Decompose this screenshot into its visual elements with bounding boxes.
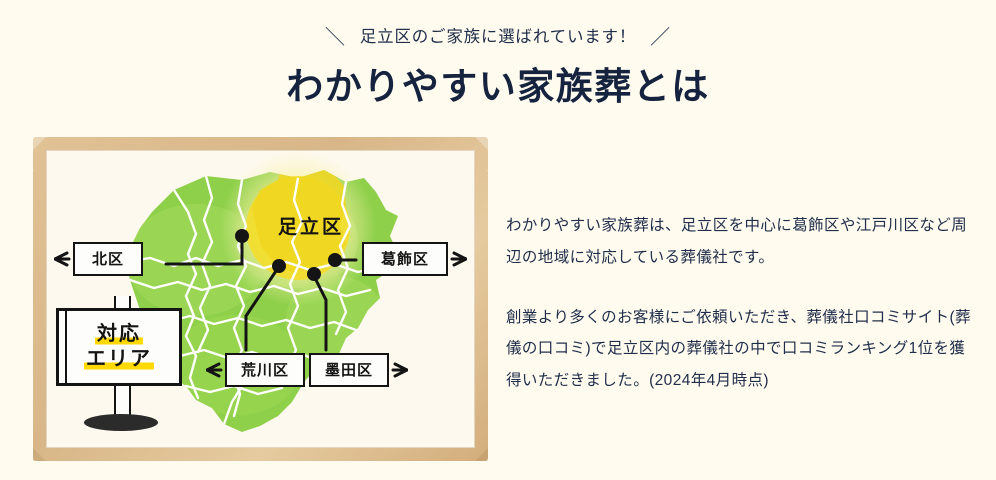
tag-arrow-left-icon — [54, 251, 71, 267]
dot-katsushika — [328, 253, 342, 267]
ward-label-kita: 北区 — [54, 242, 144, 276]
content-row: 北区 葛飾区 荒川区 墨田区 足立区 — [0, 137, 996, 461]
page-header: ＼ 足立区のご家族に選ばれています！ ／ わかりやすい家族葬とは — [0, 0, 996, 110]
signpost-base-shadow — [84, 414, 158, 431]
ward-label-sumida-text: 墨田区 — [309, 353, 390, 387]
area-signpost: 対応 エリア — [56, 290, 186, 440]
map-connectors — [164, 236, 358, 352]
signpost-board: 対応 エリア — [56, 308, 182, 386]
slash-left-icon: ＼ — [325, 27, 346, 49]
signpost-board-seam — [65, 311, 67, 383]
frame-corner-bottom-right — [475, 448, 488, 461]
frame-corner-top-left — [33, 137, 46, 150]
adachi-highlight-label: 足立区 — [278, 217, 345, 238]
description-paragraph-2: 創業より多くのお客様にご依頼いただき、葬儀社口コミサイト(葬儀の口コミ)で足立区… — [506, 308, 971, 390]
tag-arrow-right-icon-2 — [391, 362, 409, 378]
dot-sumida — [307, 267, 321, 281]
ward-label-arakawa-text: 荒川区 — [225, 353, 306, 387]
dot-kita — [235, 229, 249, 243]
ward-label-arakawa: 荒川区 — [206, 353, 306, 387]
ward-label-sumida: 墨田区 — [309, 353, 409, 387]
frame-corner-bottom-left — [33, 448, 46, 461]
ward-label-katsushika: 葛飾区 — [361, 242, 467, 276]
map-illustration: 北区 葛飾区 荒川区 墨田区 足立区 — [33, 137, 488, 461]
eyebrow-text: ＼ 足立区のご家族に選ばれています！ ／ — [325, 26, 671, 50]
ward-label-kita-text: 北区 — [73, 242, 144, 276]
tag-arrow-right-icon — [450, 251, 467, 267]
description-paragraph-1: わかりやすい家族葬は、足立区を中心に葛飾区や江戸川区など周辺の地域に対応している… — [506, 217, 968, 266]
ward-label-katsushika-text: 葛飾区 — [361, 242, 448, 276]
map-canvas: 北区 葛飾区 荒川区 墨田区 足立区 — [46, 150, 475, 448]
ward-boundaries — [126, 174, 384, 426]
signpost-line-2: エリア — [84, 348, 154, 371]
tag-arrow-left-icon-2 — [206, 362, 223, 378]
slash-right-icon: ／ — [650, 27, 671, 49]
eyebrow-label: 足立区のご家族に選ばれています！ — [359, 28, 637, 47]
frame-corner-top-right — [475, 137, 488, 150]
description-column: わかりやすい家族葬は、足立区を中心に葛飾区や江戸川区など周辺の地域に対応している… — [506, 137, 976, 397]
map-connector-dots — [235, 229, 342, 281]
signpost-line-1: 対応 — [95, 323, 143, 346]
dot-arakawa — [272, 259, 286, 273]
page-title: わかりやすい家族葬とは — [286, 66, 710, 107]
